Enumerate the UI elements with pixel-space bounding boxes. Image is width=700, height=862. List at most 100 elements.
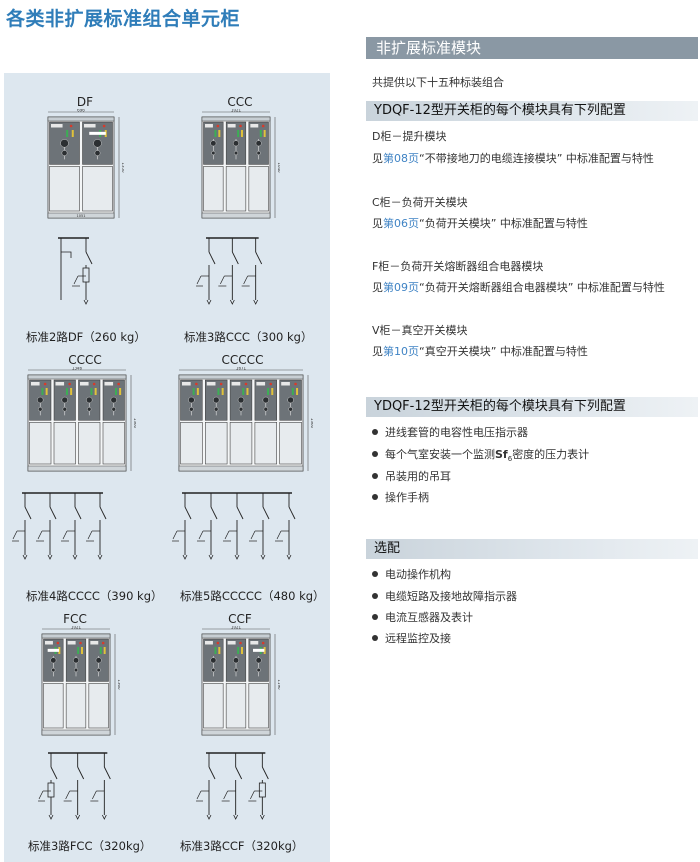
operating-hole: [210, 657, 217, 664]
page-link[interactable]: 第08页: [383, 152, 419, 165]
cable-compartment: [225, 166, 247, 212]
cable-compartment: [49, 166, 80, 212]
cable-compartment: [204, 422, 228, 465]
cabinet-base: [27, 465, 127, 472]
page-link[interactable]: 第09页: [383, 281, 419, 294]
operating-hole: [61, 396, 68, 404]
cable-end: [72, 554, 78, 560]
indicator-light: [68, 382, 71, 386]
cable-end: [22, 554, 28, 560]
switch-blade: [235, 766, 243, 780]
indicator-bar: [99, 647, 102, 654]
operating-hole: [38, 407, 43, 412]
label-plate: [84, 124, 96, 128]
cable-end: [253, 299, 259, 305]
module-name: V柜－真空开关模块: [372, 324, 468, 337]
label-plate: [182, 382, 191, 386]
diagram-fcc: [38, 752, 111, 820]
indicator-bar: [77, 647, 80, 654]
operating-hole: [262, 396, 269, 404]
cable-end: [260, 554, 266, 560]
section-heading-config-2: YDQF-12型开关柜的每个模块具有下列配置: [366, 397, 698, 417]
indicator-light: [195, 382, 198, 386]
operating-hole: [189, 407, 194, 412]
operating-hole: [288, 407, 293, 412]
cabinet-top-band: [27, 374, 127, 380]
earth-blade: [223, 790, 228, 800]
earth-blade: [73, 275, 79, 285]
ref-desc: “真空开关模块” 中标准配置与特性: [419, 345, 588, 358]
indicator-bar: [263, 130, 266, 137]
page-link[interactable]: 第10页: [383, 345, 419, 358]
height-label: 1360: [117, 679, 120, 690]
switch-blade: [24, 506, 32, 520]
switch-blade: [262, 506, 270, 520]
operating-hole: [256, 151, 261, 156]
operating-hole: [210, 140, 217, 147]
earth-blade: [38, 790, 44, 800]
switch-blade: [99, 506, 107, 520]
operating-hole: [233, 151, 239, 156]
option-item: 电动操作机构: [372, 566, 451, 582]
cabinet-base: [47, 212, 115, 219]
cable-end: [101, 814, 107, 820]
switch-blade: [261, 766, 269, 780]
cable-compartment: [43, 683, 64, 729]
bullet-icon: [372, 614, 378, 620]
cable-compartment: [53, 422, 76, 465]
indicator-light: [56, 641, 60, 645]
indicator-light: [216, 124, 220, 128]
label-plate: [227, 124, 236, 128]
earth-blade: [196, 790, 202, 800]
label-plate: [256, 382, 266, 386]
label-plate: [227, 641, 236, 645]
height-label: 1040: [277, 162, 280, 173]
operating-hole: [95, 657, 102, 664]
cabinet-front-fcc: 1021 1360: [41, 626, 120, 736]
indicator-bar: [240, 647, 243, 654]
indicator-bar: [242, 388, 245, 395]
switch-blade: [210, 506, 218, 520]
cabinet-code: CCF: [228, 612, 252, 626]
diagram-ccc: [196, 237, 263, 305]
base-label: 1051: [77, 214, 86, 218]
ref-prefix: 见: [372, 217, 383, 230]
indicator-bar: [237, 647, 240, 654]
cable-end: [47, 554, 53, 560]
indicator-bar: [80, 647, 83, 654]
caption-cccc: 标准4路CCCC（390 kg）: [26, 589, 163, 603]
cable-end: [234, 554, 240, 560]
caption-ccccc: 标准5路CCCCC（480 kg）: [180, 589, 325, 603]
option-item: 远程监控及接: [372, 630, 451, 646]
diagram-ccccc: [172, 492, 296, 560]
indicator-light: [79, 641, 82, 645]
operating-hole: [50, 657, 57, 664]
caption-ccf: 标准3路CCF（320kg）: [180, 839, 304, 853]
indicator-light: [239, 641, 242, 645]
cable-compartment: [248, 683, 269, 729]
earth-blade: [198, 530, 204, 540]
section-heading-config: YDQF-12型开关柜的每个模块具有下列配置: [366, 101, 698, 121]
operating-hole: [255, 657, 262, 664]
cable-compartment: [82, 166, 113, 212]
bullet-icon: [372, 429, 378, 435]
switch-blade: [208, 766, 216, 780]
switch-blade: [184, 506, 192, 520]
cabinet-top-band: [178, 374, 304, 380]
indicator-bar: [296, 388, 299, 395]
cable-end: [83, 299, 89, 305]
page-link[interactable]: 第06页: [383, 217, 419, 230]
switch-blade: [103, 766, 111, 780]
earth-blade: [62, 530, 68, 540]
indicator-bar: [192, 388, 195, 395]
cable-end: [229, 299, 235, 305]
indicator-light: [92, 382, 96, 386]
indicator-light: [102, 124, 106, 128]
section-heading-options: 选配: [366, 539, 698, 559]
indicator-light: [219, 382, 223, 386]
operating-hole: [96, 668, 101, 673]
fuse-mark: [47, 648, 59, 652]
width-label: 1021: [71, 626, 82, 630]
earth-blade: [37, 530, 43, 540]
